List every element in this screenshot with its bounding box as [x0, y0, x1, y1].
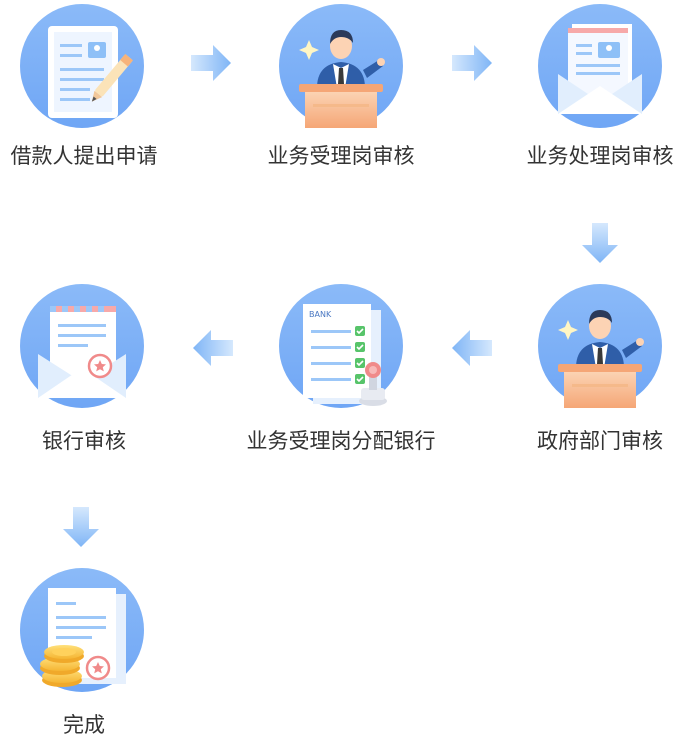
arrow-right-icon [452, 45, 492, 81]
officer-podium-icon [538, 284, 662, 408]
step-label: 业务受理岗审核 [267, 144, 415, 168]
bank-doc-text: BANK [309, 310, 332, 319]
arrow-down-icon [63, 507, 99, 547]
arrow-left-icon [452, 330, 492, 366]
officer-podium-icon [279, 4, 403, 128]
bank-checklist-icon: BANK [279, 284, 403, 408]
step-label: 政府部门审核 [537, 429, 663, 453]
application-form-icon [20, 4, 144, 128]
step-label: 业务受理岗分配银行 [246, 429, 436, 453]
step-label: 业务处理岗审核 [526, 144, 674, 168]
step-label: 完成 [63, 713, 105, 737]
arrow-left-icon [193, 330, 233, 366]
arrow-down-icon [582, 223, 618, 263]
envelope-document-icon [538, 4, 662, 128]
document-coins-icon [20, 568, 144, 692]
step-label: 借款人提出申请 [10, 144, 158, 168]
arrow-right-icon [191, 45, 231, 81]
step-label: 银行审核 [42, 429, 126, 453]
envelope-seal-icon [20, 284, 144, 408]
